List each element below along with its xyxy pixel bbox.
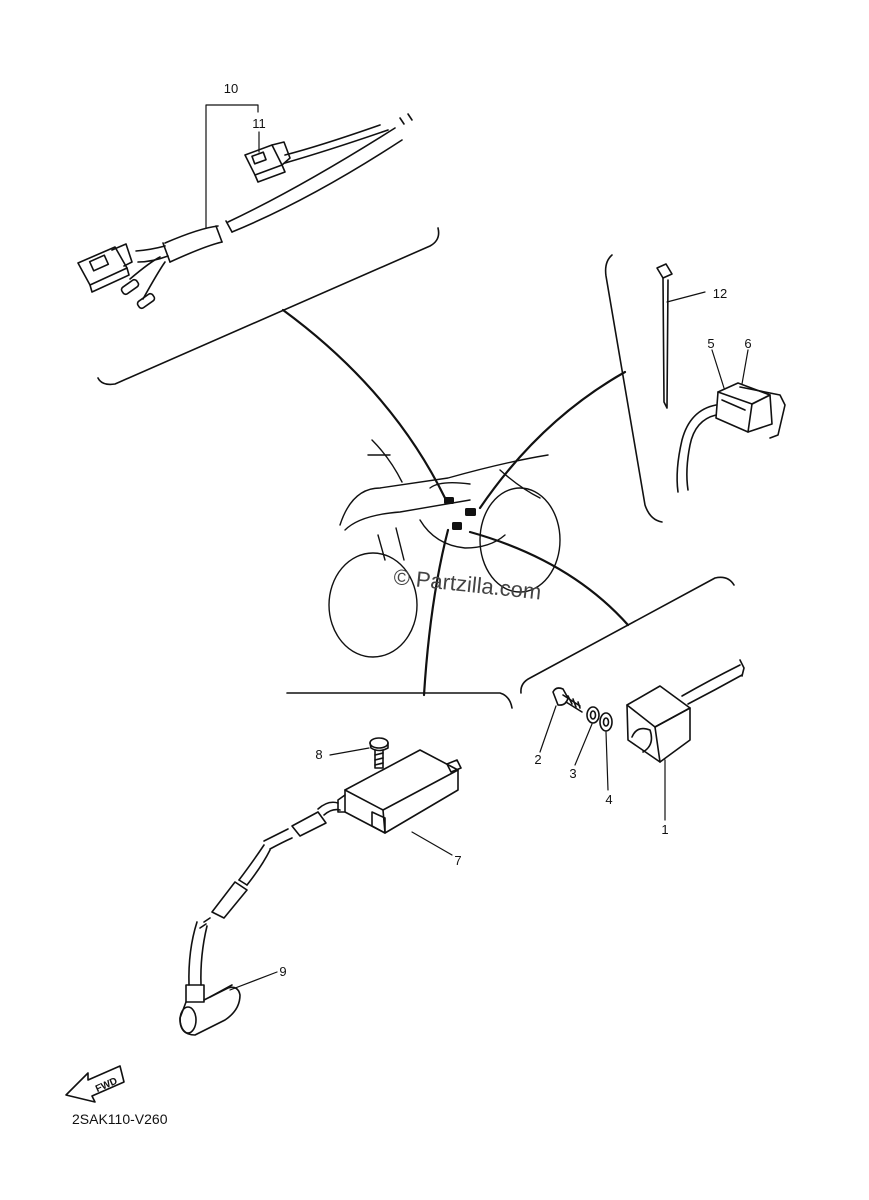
leader-line-5	[711, 349, 725, 389]
callout-10: 10	[224, 81, 238, 96]
callout-2: 2	[534, 752, 541, 767]
coupler-connector	[77, 243, 133, 293]
leader-line-4	[605, 731, 609, 791]
pointer-line-cdi	[468, 530, 630, 627]
callout-12: 12	[713, 286, 727, 301]
switch-assembly	[676, 382, 786, 493]
callout-1: 1	[661, 822, 668, 837]
panel-border-top-left	[97, 227, 440, 386]
callout-8: 8	[315, 747, 322, 762]
leader-line-7	[411, 831, 453, 856]
leader-line-10	[205, 104, 259, 229]
screw-2	[552, 687, 583, 713]
ignition-coil	[199, 749, 462, 929]
leader-line-8	[329, 747, 370, 756]
callout-9: 9	[279, 964, 286, 979]
fwd-label: FWD	[94, 1076, 119, 1095]
callout-11: 11	[252, 116, 266, 131]
callout-6: 6	[744, 336, 751, 351]
washer-4	[599, 712, 613, 732]
diagram-code: 2SAK110-V260	[72, 1111, 168, 1127]
leader-line-12	[666, 291, 706, 303]
callout-3: 3	[569, 766, 576, 781]
callout-4: 4	[605, 792, 612, 807]
cdi-unit	[626, 659, 745, 763]
leader-line-3	[574, 723, 593, 766]
leader-line-2	[539, 705, 557, 753]
connector-11	[244, 141, 291, 183]
pointer-line-coil	[422, 528, 450, 697]
forward-arrow-icon	[65, 1065, 125, 1103]
pointer-line-harness	[281, 308, 447, 500]
spark-plug-cap	[179, 921, 241, 1036]
panel-border-bottom-left	[286, 692, 513, 709]
pointer-line-switch	[478, 370, 627, 510]
wire-harness-assembly	[129, 113, 413, 300]
watermark-text: © Partzilla.com	[392, 564, 542, 604]
leader-line-9	[229, 971, 278, 991]
panel-border-bottom-right	[520, 576, 735, 694]
cable-tie	[656, 263, 673, 409]
motorcycle-silhouette	[328, 439, 561, 658]
callout-5: 5	[707, 336, 714, 351]
panel-border-top-right	[604, 254, 663, 523]
bullet-terminal	[120, 278, 156, 310]
lock-washer-3	[586, 706, 600, 724]
bolt-8	[369, 737, 389, 769]
mounting-location-marks	[444, 497, 476, 530]
leader-line-6	[741, 349, 749, 385]
callout-7: 7	[454, 853, 461, 868]
